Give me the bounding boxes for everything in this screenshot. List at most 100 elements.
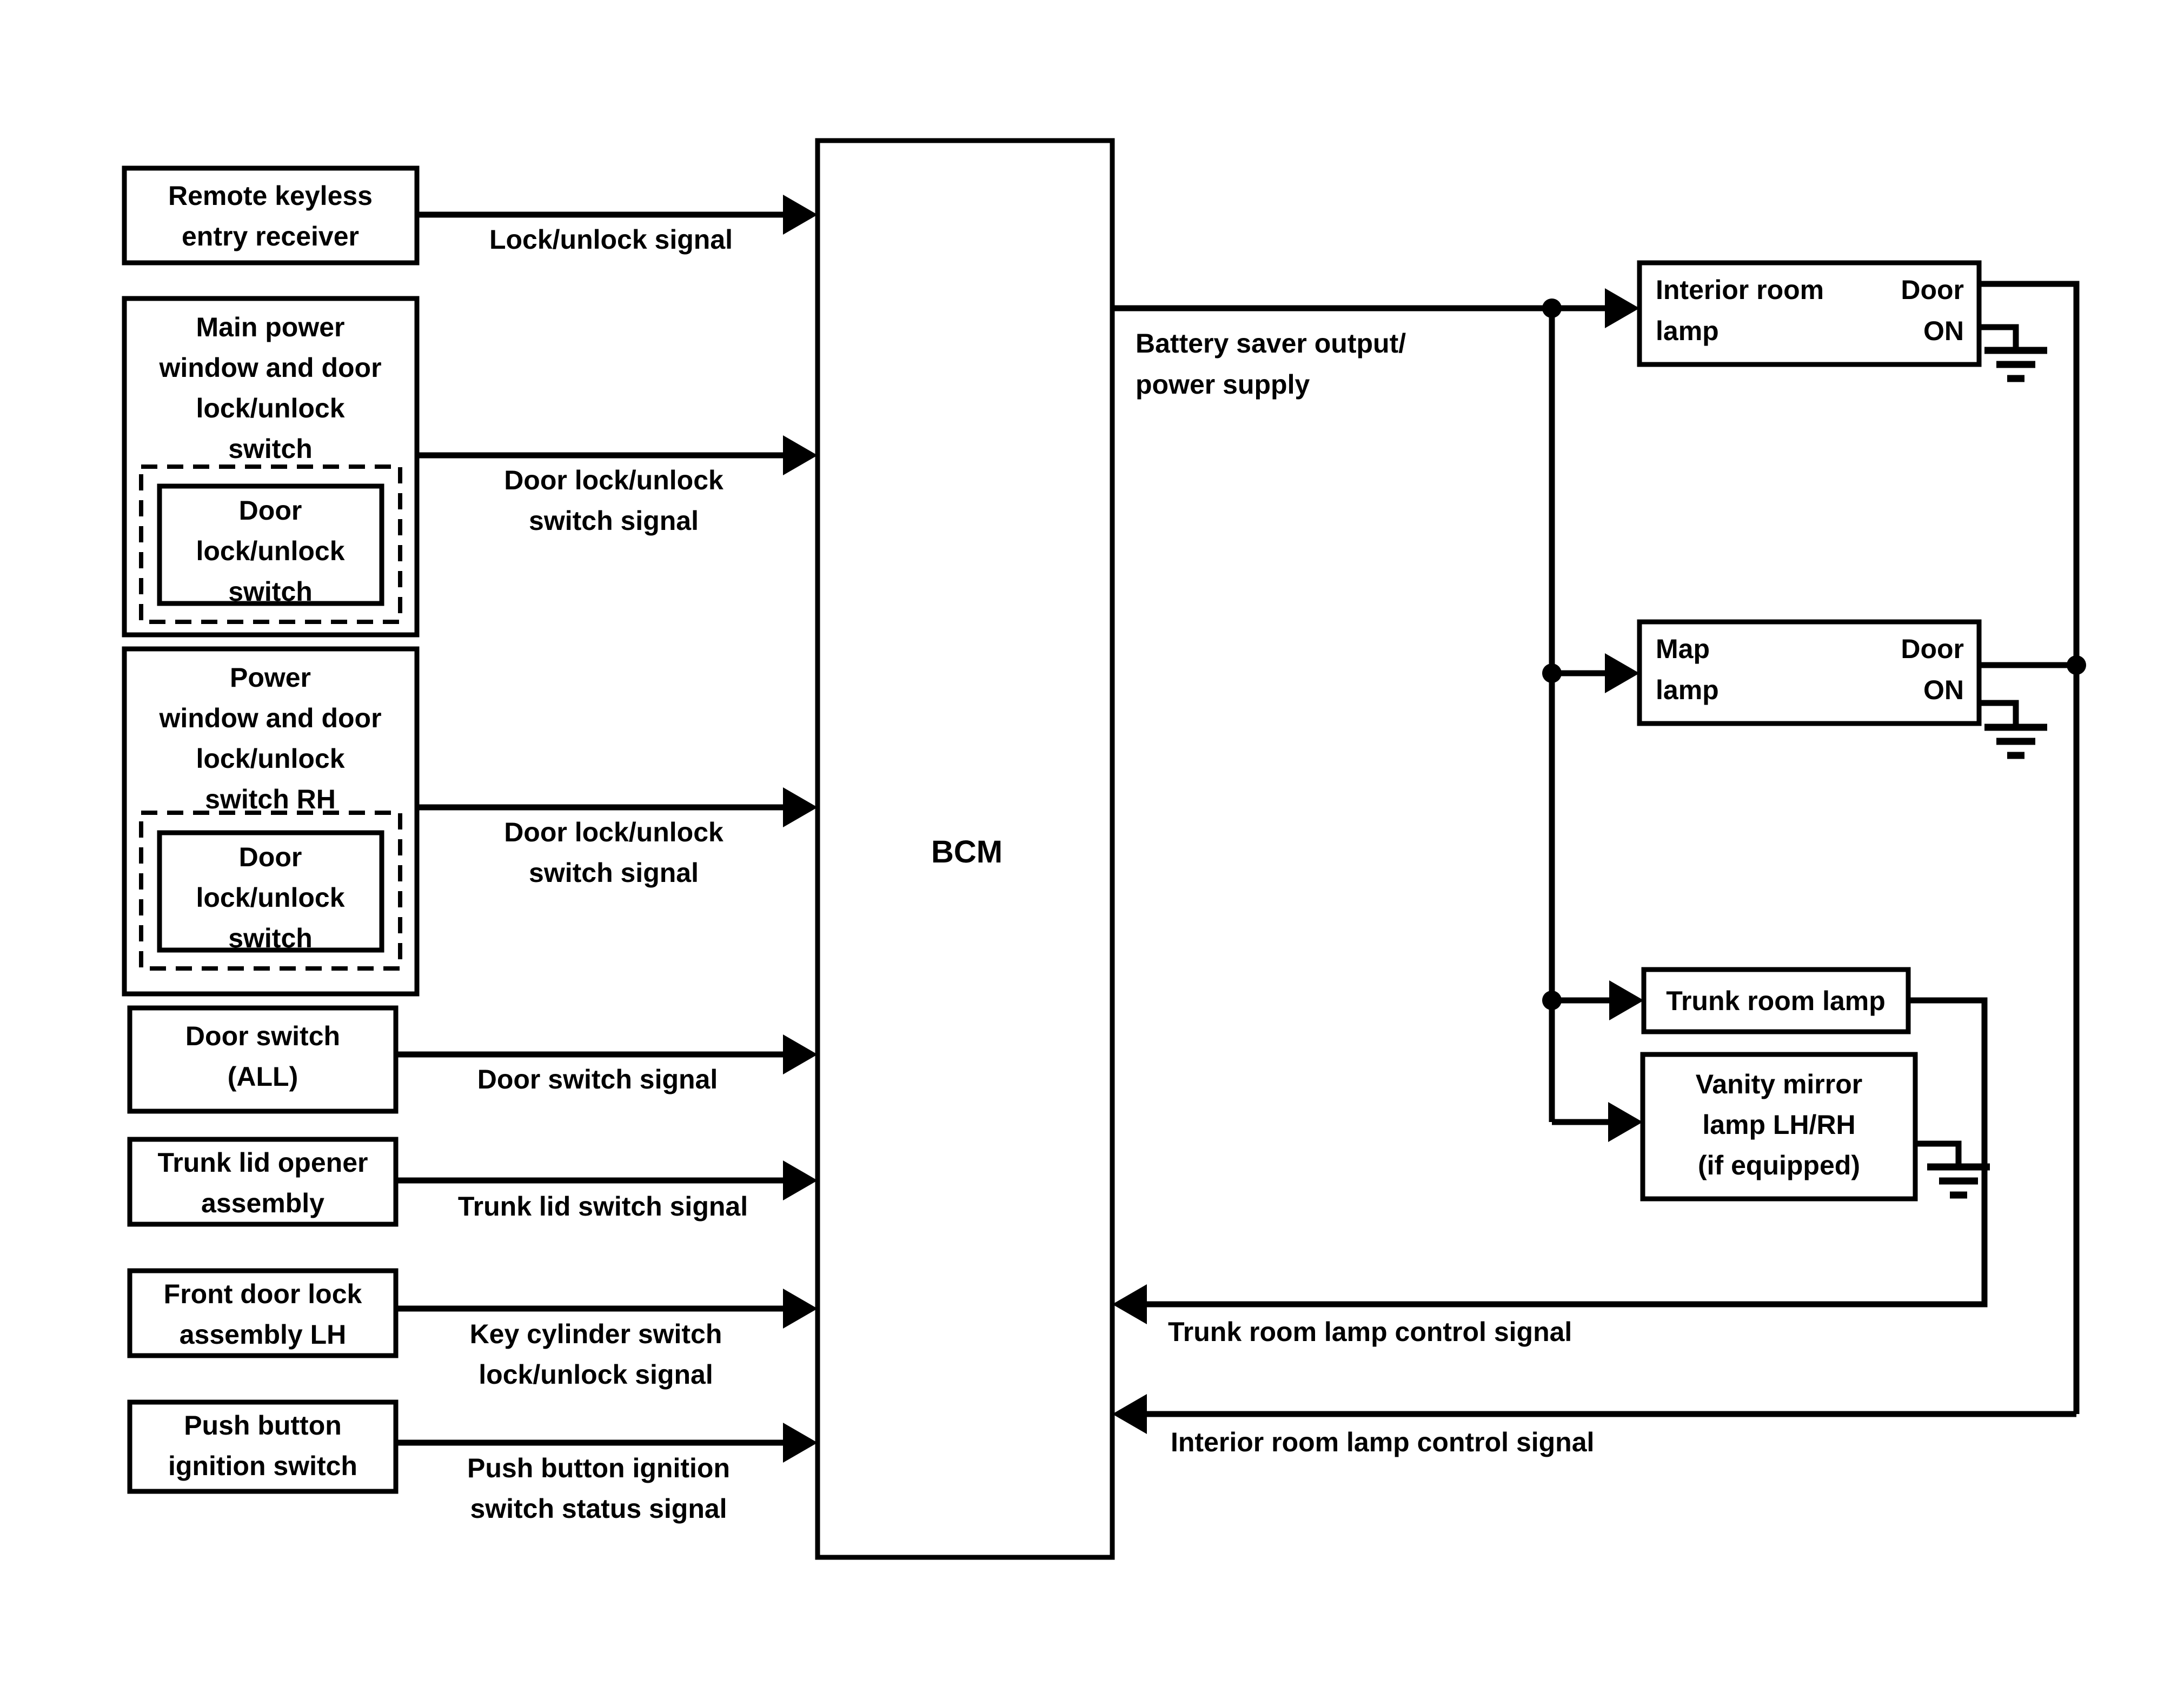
- trunk-lid-opener-box: Trunk lid opener assembly: [127, 1137, 399, 1227]
- wire-map-on-ground-stub: [1979, 700, 2019, 727]
- interior-room-lamp-terminal-on: ON: [1923, 316, 1964, 346]
- interior-room-lamp-box-border: [1637, 260, 1982, 367]
- label-battery-saver-line1: Battery saver output/: [1136, 328, 1406, 359]
- rh-door-lock-switch-line3: switch: [228, 923, 313, 953]
- trunk-room-lamp-box: Trunk room lamp: [1641, 967, 1911, 1034]
- arrowhead-lock-unlock-signal: [783, 195, 818, 235]
- rh-door-lock-switch-inner-border: [157, 830, 384, 953]
- main-power-window-box: Main power window and door lock/unlock s…: [122, 296, 420, 638]
- vanity-mirror-lamp-box-border: [1640, 1052, 1918, 1202]
- lamp-output-wiring: Trunk room lamp control signal Interior …: [1112, 281, 2086, 1457]
- vanity-mirror-lamp-box: Vanity mirror lamp LH/RH (if equipped): [1640, 1052, 1918, 1202]
- main-power-window-label-line1: Main power: [196, 312, 344, 342]
- power-window-rh-box: Power window and door lock/unlock switch…: [122, 646, 420, 997]
- arrowhead-door-lock-switch-signal-2: [783, 787, 818, 827]
- map-lamp-box-border: [1637, 619, 1982, 726]
- wire-vanity-ground-stub: [1915, 1140, 1962, 1167]
- map-lamp-label-line2: lamp: [1656, 675, 1719, 705]
- wire-trunk-return: [1138, 997, 1988, 1308]
- main-power-window-label-line4: switch: [228, 434, 313, 464]
- main-power-window-box-border: [122, 296, 420, 638]
- junction-map-door-return: [2067, 655, 2086, 675]
- main-door-lock-switch-line1: Door: [239, 495, 302, 526]
- arrowhead-trunk-lid-switch-signal: [783, 1160, 818, 1200]
- label-door-lock-switch-signal-1-line2: switch signal: [529, 506, 699, 536]
- bcm-label: BCM: [931, 834, 1003, 870]
- front-door-lock-label-line1: Front door lock: [164, 1279, 362, 1309]
- arrowhead-vanity-lamp-feed: [1608, 1102, 1643, 1142]
- label-key-cylinder-signal-line1: Key cylinder switch: [470, 1319, 722, 1349]
- front-door-lock-box: Front door lock assembly LH: [127, 1268, 399, 1358]
- label-push-button-status-signal-line1: Push button ignition: [467, 1453, 730, 1483]
- interior-room-lamp-label-line2: lamp: [1656, 316, 1719, 346]
- arrowhead-key-cylinder-signal: [783, 1289, 818, 1329]
- bcm-box: BCM: [815, 138, 1115, 1560]
- interior-room-lamp-box: Interior room lamp Door ON: [1637, 260, 1982, 367]
- vanity-mirror-lamp-label-line2: lamp LH/RH: [1702, 1110, 1855, 1140]
- door-switch-all-label-line1: Door switch: [185, 1021, 340, 1051]
- front-door-lock-box-border: [127, 1268, 399, 1358]
- rh-door-lock-switch-line1: Door: [239, 842, 302, 872]
- arrowhead-trunk-lamp-feed: [1609, 980, 1644, 1020]
- wire-interior-door-return-vertical: [1979, 281, 2080, 1414]
- arrowhead-trunk-return: [1112, 1284, 1147, 1324]
- main-power-window-label-line2: window and door: [158, 353, 381, 383]
- main-power-window-label-line3: lock/unlock: [196, 393, 344, 423]
- vanity-mirror-lamp-label-line1: Vanity mirror: [1696, 1069, 1862, 1099]
- label-door-switch-signal: Door switch signal: [477, 1064, 718, 1094]
- power-window-rh-label-line4: switch RH: [205, 784, 336, 814]
- map-lamp-label-line1: Map: [1656, 634, 1710, 664]
- label-door-lock-switch-signal-1-line1: Door lock/unlock: [504, 465, 723, 495]
- arrowhead-door-switch-signal: [783, 1034, 818, 1074]
- ground-symbol-map: [1984, 724, 2047, 759]
- main-door-lock-switch-inner-border: [157, 483, 384, 606]
- label-trunk-lid-switch-signal: Trunk lid switch signal: [458, 1191, 748, 1222]
- power-window-rh-label-line3: lock/unlock: [196, 744, 344, 774]
- label-interior-room-lamp-control-signal: Interior room lamp control signal: [1171, 1427, 1594, 1457]
- door-switch-all-box-border: [127, 1005, 399, 1114]
- interior-room-lamp-label-line1: Interior room: [1656, 275, 1824, 305]
- ground-symbol-vanity: [1927, 1163, 1990, 1199]
- trunk-lid-opener-label-line2: assembly: [201, 1188, 324, 1218]
- map-lamp-terminal-on: ON: [1923, 675, 1964, 705]
- wire-interior-on-ground-stub: [1979, 324, 2019, 350]
- input-wires: Lock/unlock signal Door lock/unlock swit…: [396, 195, 818, 1524]
- vanity-mirror-lamp-label-line3: (if equipped): [1698, 1150, 1860, 1180]
- ground-symbol-interior: [1984, 347, 2047, 382]
- push-button-ignition-box-border: [127, 1399, 399, 1494]
- main-door-lock-switch-line3: switch: [228, 576, 313, 607]
- arrowhead-push-button-status-signal: [783, 1423, 818, 1463]
- arrowhead-door-lock-switch-signal-1: [783, 435, 818, 475]
- remote-keyless-label-line2: entry receiver: [182, 221, 359, 251]
- arrowhead-interior-return: [1112, 1394, 1147, 1434]
- label-door-lock-switch-signal-2-line1: Door lock/unlock: [504, 817, 723, 847]
- arrowhead-map-lamp-feed: [1605, 653, 1639, 693]
- label-battery-saver-line2: power supply: [1136, 369, 1310, 400]
- label-push-button-status-signal-line2: switch status signal: [470, 1494, 727, 1524]
- trunk-room-lamp-label: Trunk room lamp: [1666, 986, 1886, 1016]
- main-door-lock-switch-line2: lock/unlock: [196, 536, 344, 566]
- junction-battery-interior: [1542, 298, 1562, 318]
- arrowhead-interior-lamp-feed: [1605, 288, 1639, 328]
- remote-keyless-entry-receiver-box: Remote keyless entry receiver: [122, 165, 420, 266]
- push-button-ignition-label-line1: Push button: [184, 1410, 342, 1441]
- map-lamp-box: Map lamp Door ON: [1637, 619, 1982, 726]
- map-lamp-terminal-door: Door: [1901, 634, 1964, 664]
- power-window-rh-label-line2: window and door: [158, 703, 381, 733]
- interior-room-lamp-terminal-door: Door: [1901, 275, 1964, 305]
- label-lock-unlock-signal: Lock/unlock signal: [489, 224, 733, 255]
- remote-keyless-label-line1: Remote keyless: [168, 181, 373, 211]
- label-trunk-room-lamp-control-signal: Trunk room lamp control signal: [1168, 1317, 1572, 1347]
- push-button-ignition-label-line2: ignition switch: [168, 1451, 357, 1481]
- rh-door-lock-switch-line2: lock/unlock: [196, 882, 344, 913]
- power-window-rh-box-border: [122, 646, 420, 997]
- door-switch-all-label-line2: (ALL): [228, 1061, 298, 1092]
- label-key-cylinder-signal-line2: lock/unlock signal: [479, 1359, 713, 1390]
- front-door-lock-label-line2: assembly LH: [180, 1319, 346, 1350]
- bcm-box-border: [815, 138, 1115, 1560]
- label-door-lock-switch-signal-2-line2: switch signal: [529, 858, 699, 888]
- battery-saver-wiring: Battery saver output/ power supply: [1112, 288, 1644, 1142]
- trunk-lid-opener-label-line1: Trunk lid opener: [158, 1147, 368, 1178]
